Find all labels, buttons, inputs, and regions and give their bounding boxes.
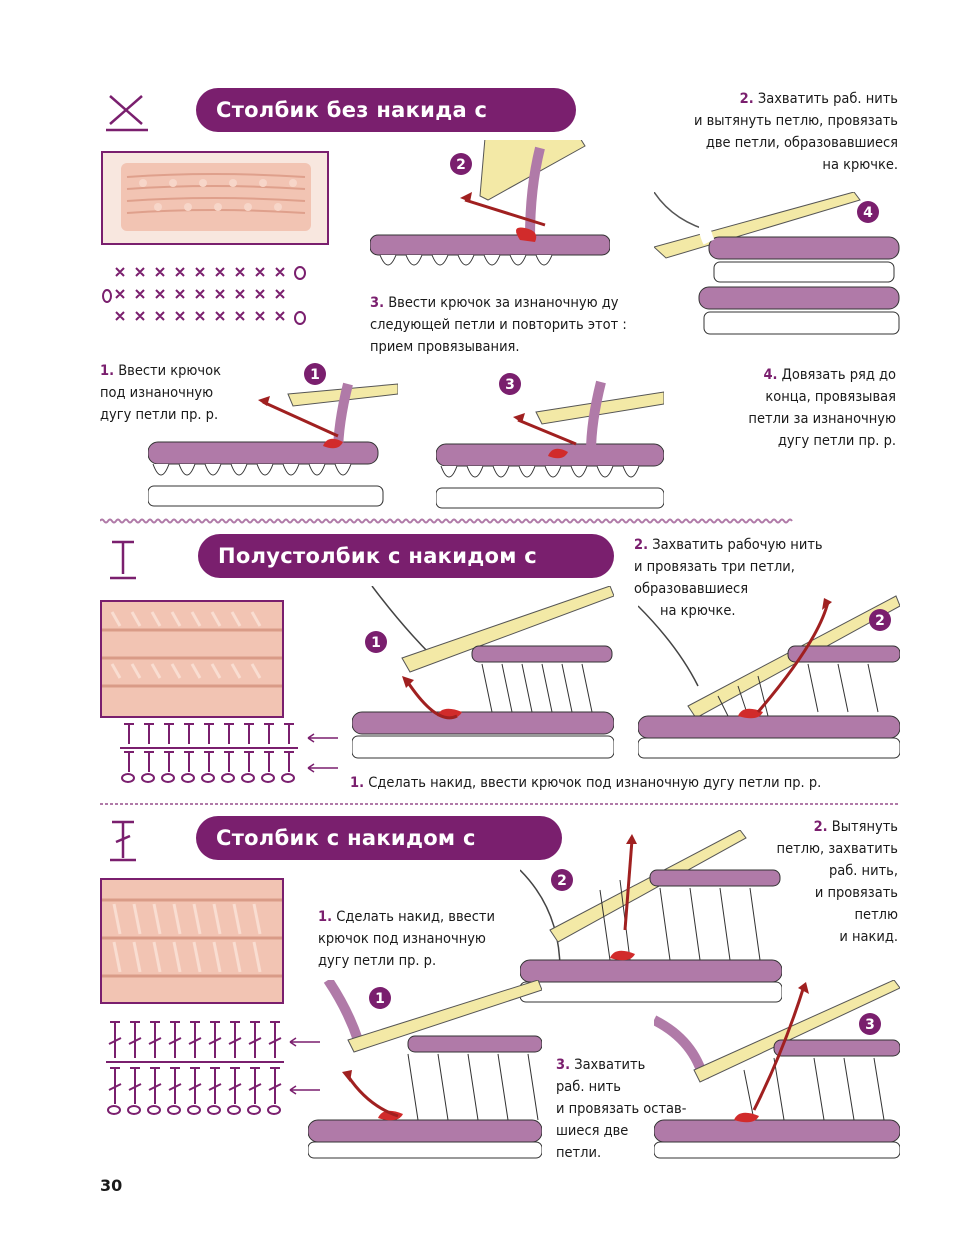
half-double-crochet-symbol-icon (110, 540, 136, 580)
svg-text:3: 3 (505, 377, 515, 393)
section2-step2-text: 2. Захватить рабочую нить и провязать тр… (634, 537, 823, 619)
svg-text:1: 1 (310, 367, 320, 383)
section2-step1-text: 1. Сделать накид, ввести крючок под изна… (350, 775, 822, 791)
section3-step2-text: 2. Вытянуть петлю, захватить раб. нить, … (776, 819, 898, 945)
svg-text:1: 1 (371, 635, 381, 651)
section2-step1-badge-icon: 1 (365, 631, 387, 653)
section1-step2-illustration (370, 140, 610, 266)
section3-symbol-chart (106, 1021, 320, 1115)
svg-text:2: 2 (557, 873, 567, 889)
section2-step2-illustration (638, 595, 900, 759)
svg-text:2: 2 (875, 613, 885, 629)
section2-step2-badge-icon: 2 (869, 609, 891, 631)
section3-swatch-photo (100, 878, 284, 1004)
section-divider (100, 518, 793, 524)
section1-step4-badge-icon: 4 (857, 201, 879, 223)
svg-text:3: 3 (865, 1017, 875, 1033)
section3-step2-illustration (520, 830, 782, 1003)
section1-step3-illustration (436, 380, 664, 509)
section3-title: Столбик с накидом с ребром (196, 816, 562, 894)
section1-title: Столбик без накида с ребром (196, 88, 576, 166)
section3-step1-illustration (308, 980, 542, 1159)
section2-symbol-chart (120, 723, 338, 783)
section3-step1-badge-icon: 1 (369, 987, 391, 1009)
svg-text:1: 1 (375, 991, 385, 1007)
section2-title: Полустолбик с накидом с ребром (198, 534, 614, 612)
section3-step3-text: 3. Захватить раб. нить и провязать остав… (556, 1057, 687, 1161)
section1-step1-badge-icon: 1 (304, 363, 326, 385)
section1-step3-badge-icon: 3 (499, 373, 521, 395)
section1-step4-illustration (654, 192, 900, 335)
section1-step1-text: 1. Ввести крючок под изнаночную дугу пет… (100, 363, 221, 423)
section1-step2-badge-icon: 2 (450, 153, 472, 175)
section3-step2-badge-icon: 2 (551, 869, 573, 891)
section2-step1-illustration (352, 586, 614, 759)
section-divider (100, 803, 900, 805)
section1-step3-text: 3. Ввести крючок за изнаночную ду следую… (370, 295, 627, 355)
section3-step3-illustration (654, 980, 900, 1159)
double-crochet-symbol-icon (110, 820, 136, 862)
section1-step4-text: 4. Довязать ряд до конца, провязывая пет… (748, 367, 896, 449)
page-number: 30 (100, 1176, 123, 1195)
section1-step2-text: 2. Захватить раб. нить и вытянуть петлю,… (693, 91, 898, 173)
section3-step3-badge-icon: 3 (859, 1013, 881, 1035)
svg-text:2: 2 (456, 157, 466, 173)
section1-symbol-chart (102, 266, 306, 325)
section2-swatch-photo (100, 600, 284, 718)
section1-swatch-photo (101, 151, 329, 245)
single-crochet-symbol-icon (106, 95, 148, 132)
section1-step1-illustration (148, 382, 398, 507)
svg-text:4: 4 (863, 205, 873, 221)
section3-step1-text: 1. Сделать накид, ввести крючок под изна… (318, 909, 495, 969)
